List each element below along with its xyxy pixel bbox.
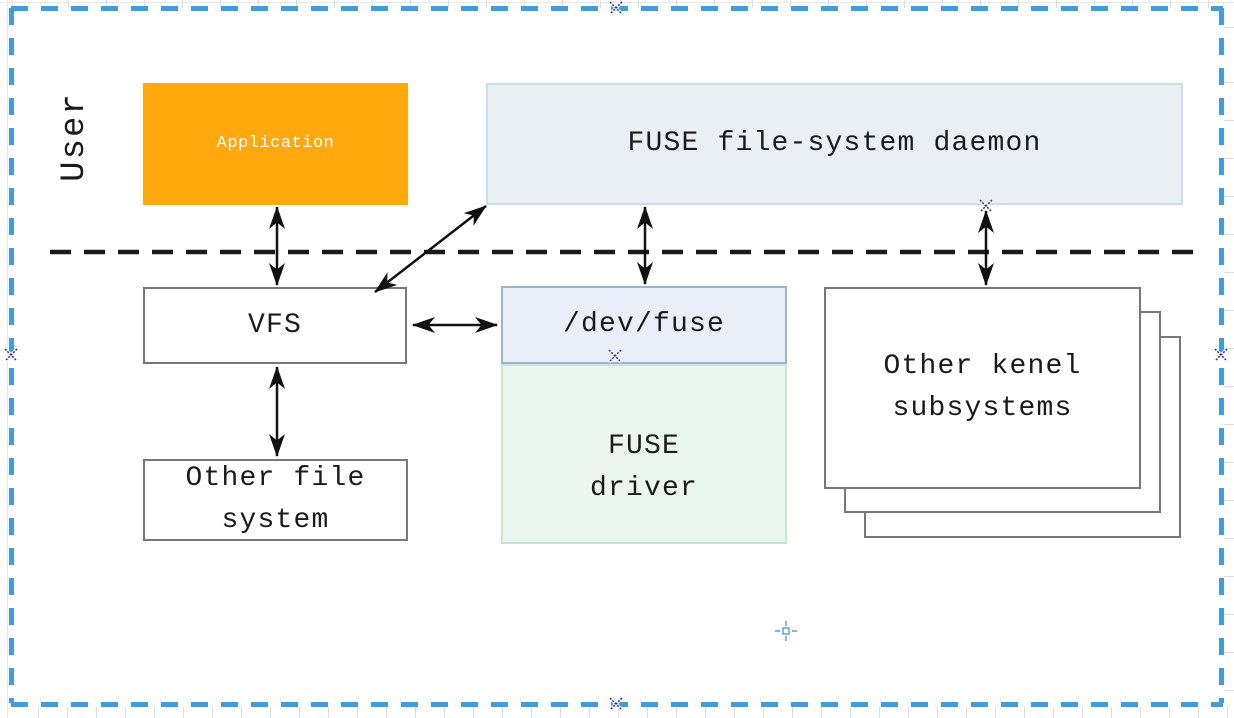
vfs-box[interactable]: VFS (143, 287, 407, 364)
x-anchor-icon (3, 347, 19, 363)
fuse-driver-label-line2: driver (589, 473, 699, 504)
dev-fuse-label: /dev/fuse (562, 309, 726, 340)
other-fs-label-line2: system (221, 505, 330, 536)
other-kernel-subsystems-box[interactable]: Other kenel subsystems (824, 287, 1141, 489)
other-file-system-box[interactable]: Other file system (143, 459, 408, 541)
fuse-driver-box[interactable]: FUSE driver (501, 364, 787, 544)
x-anchor-icon (978, 198, 994, 214)
application-label: Application (216, 134, 335, 153)
grid-ticks-bottom (0, 707, 1234, 718)
grid-ticks-right (1224, 6, 1234, 707)
other-fs-label-line1: Other file (185, 463, 366, 494)
application-box[interactable]: Application (143, 83, 408, 205)
fuse-driver-label-line1: FUSE (607, 431, 680, 462)
other-kernel-label-line1: Other kenel (883, 351, 1082, 382)
grid-ticks-top (0, 0, 1234, 8)
other-kernel-label-line2: subsystems (892, 393, 1073, 424)
crosshair-marker-icon (775, 620, 797, 642)
x-anchor-icon (608, 696, 624, 712)
x-anchor-icon (608, 0, 624, 16)
fuse-daemon-box[interactable]: FUSE file-system daemon (486, 83, 1183, 205)
x-anchor-icon (607, 348, 623, 364)
user-space-label: User (56, 92, 94, 182)
fuse-daemon-label: FUSE file-system daemon (627, 128, 1042, 159)
x-anchor-icon (1213, 347, 1229, 363)
dev-fuse-box[interactable]: /dev/fuse (501, 286, 787, 364)
arrow-daemon-vfs-diagonal[interactable] (374, 205, 487, 293)
vfs-label: VFS (247, 309, 302, 341)
